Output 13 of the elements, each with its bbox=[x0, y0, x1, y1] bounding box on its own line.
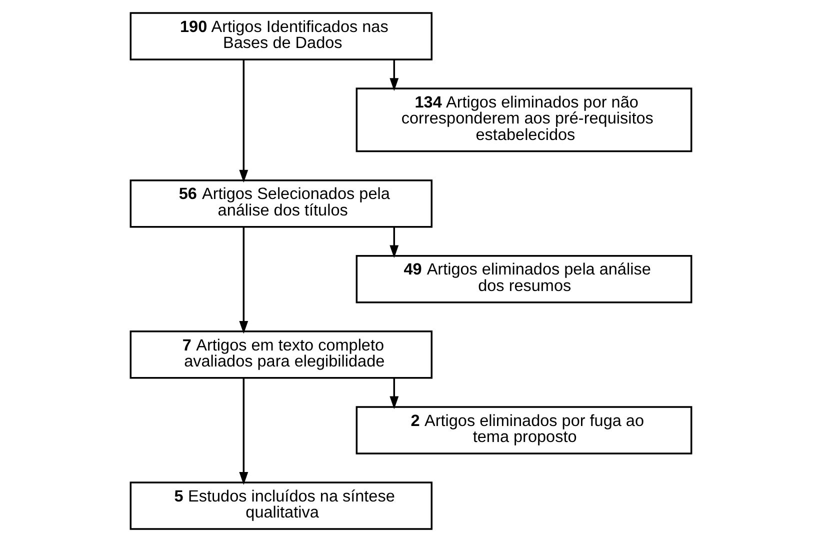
arrow bbox=[239, 378, 248, 485]
node-box: 134 Artigos eliminados por não corresponderem aos pré-requisitos estabelecidos bbox=[356, 88, 692, 152]
node-box: 7 Artigos em texto completo avaliados para elegibilidade bbox=[130, 330, 432, 379]
arrow bbox=[390, 378, 399, 410]
node-box: 2 Artigos eliminados por fuga ao tema proposto bbox=[356, 406, 692, 454]
node-box: 190 Artigos Identificados nas Bases de Dados bbox=[130, 12, 432, 60]
node-box: 49 Artigos eliminados pela análise dos resumos bbox=[356, 255, 692, 304]
arrow bbox=[239, 60, 248, 183]
node-box: 5 Estudos incluídos na síntese qualitativa bbox=[130, 482, 432, 530]
arrow bbox=[390, 227, 399, 258]
arrow bbox=[239, 226, 248, 334]
node-box: 56 Artigos Selecionados pela análise dos títulos bbox=[130, 179, 432, 228]
arrow bbox=[390, 60, 399, 91]
